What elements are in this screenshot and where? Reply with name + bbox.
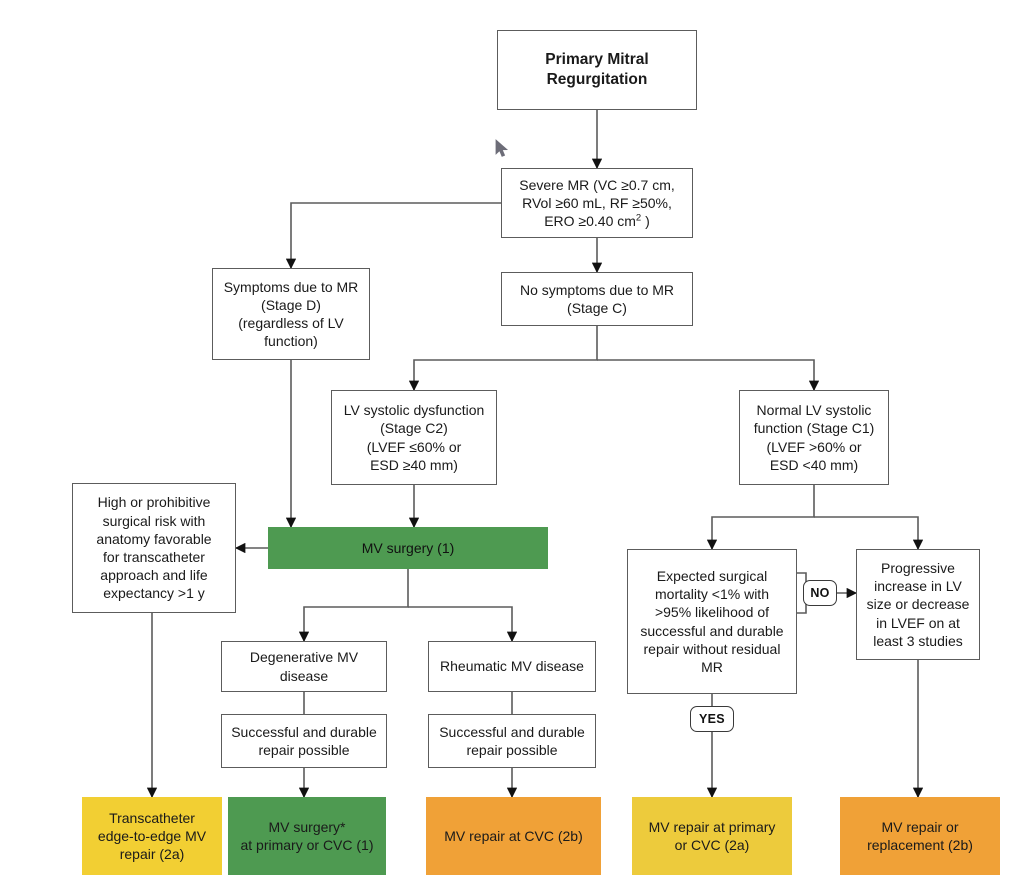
- node-high-prohibitive-surgical-risk: High or prohibitive surgical risk with a…: [72, 483, 236, 613]
- node-rheumatic-mv-disease: Rheumatic MV disease: [428, 641, 596, 692]
- node-expected-surgical-mortality: Expected surgical mortality <1% with >95…: [627, 549, 797, 694]
- outcome-mv-repair-at-cvc-2b: MV repair at CVC (2b): [426, 797, 601, 875]
- outcome-mv-repair-or-replacement-2b: MV repair or replacement (2b): [840, 797, 1000, 875]
- node-normal-lv-systolic-function: Normal LV systolic function (Stage C1) (…: [739, 390, 889, 485]
- node-lv-systolic-dysfunction: LV systolic dysfunction (Stage C2) (LVEF…: [331, 390, 497, 485]
- node-degenerative-repair-possible: Successful and durable repair possible: [221, 714, 387, 768]
- node-no-symptoms-due-to-mr: No symptoms due to MR (Stage C): [501, 272, 693, 326]
- node-progressive-increase-lv: Progressive increase in LV size or decre…: [856, 549, 980, 660]
- badge-no: NO: [803, 580, 837, 606]
- node-mv-surgery: MV surgery (1): [268, 527, 548, 569]
- node-rheumatic-repair-possible: Successful and durable repair possible: [428, 714, 596, 768]
- node-severe-mr: Severe MR (VC ≥0.7 cm, RVol ≥60 mL, RF ≥…: [501, 168, 693, 238]
- node-degenerative-mv-disease: Degenerative MV disease: [221, 641, 387, 692]
- badge-yes: YES: [690, 706, 734, 732]
- node-primary-mitral-regurgitation: Primary Mitral Regurgitation: [497, 30, 697, 110]
- node-severe-mr-label: Severe MR (VC ≥0.7 cm, RVol ≥60 mL, RF ≥…: [519, 176, 675, 230]
- outcome-mv-surgery-primary-or-cvc: MV surgery* at primary or CVC (1): [228, 797, 386, 875]
- node-symptoms-due-to-mr: Symptoms due to MR (Stage D) (regardless…: [212, 268, 370, 360]
- outcome-transcatheter-edge-to-edge-repair: Transcatheter edge-to-edge MV repair (2a…: [82, 797, 222, 875]
- outcome-mv-repair-primary-or-cvc-2a: MV repair at primary or CVC (2a): [632, 797, 792, 875]
